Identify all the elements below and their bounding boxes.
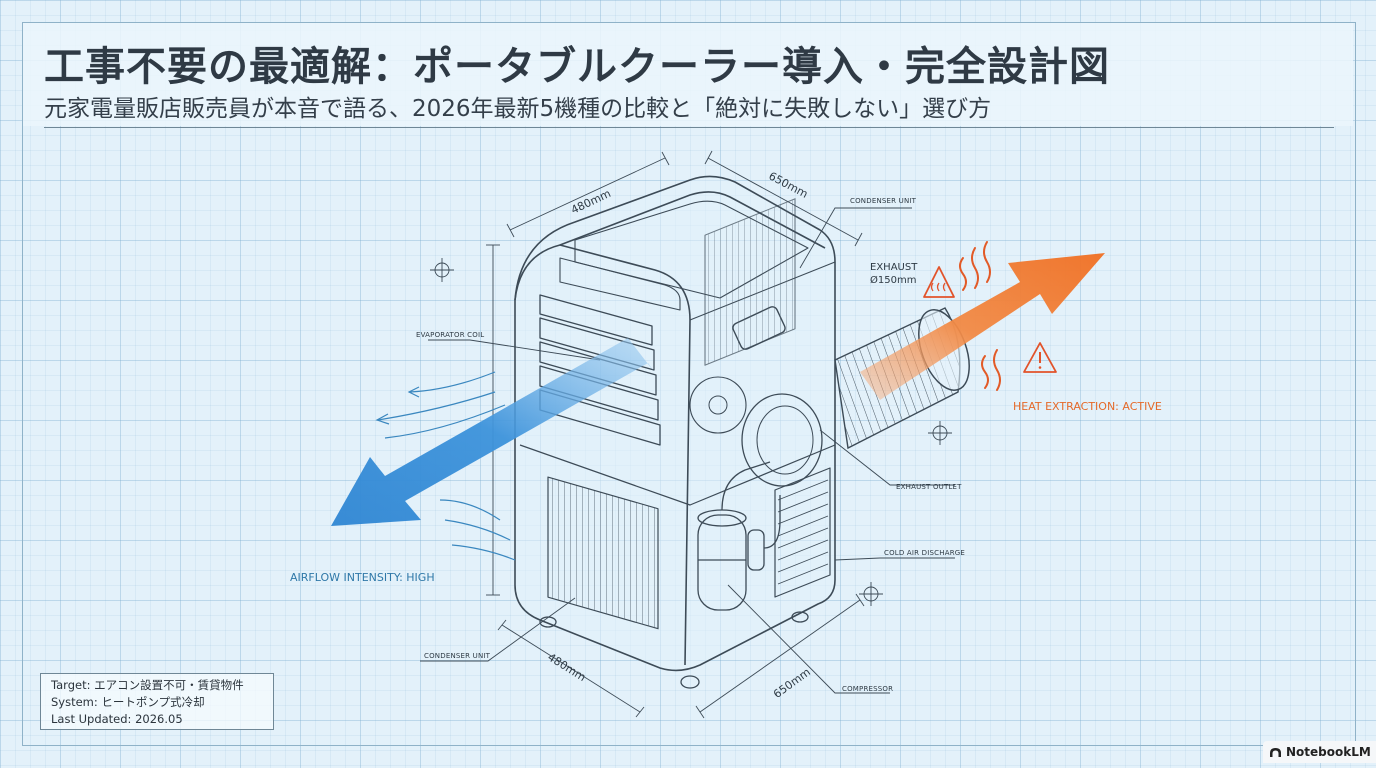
info-last-updated: Last Updated: 2026.05 [51,712,183,726]
dim-top-depth: 650mm [767,169,811,200]
warning-icon [1023,342,1057,373]
top-surface [559,191,826,249]
fan-housing [689,376,747,434]
label-heat-extraction: HEAT EXTRACTION: ACTIVE [1013,400,1162,413]
info-system: System: ヒートポンプ式冷却 [51,695,205,709]
cooler-body [514,175,836,689]
page-subtitle: 元家電量販店販売員が本音で語る、2026年最新5機種の比較と「絶対に失敗しない」… [44,96,992,122]
exhaust-outlet-slats [777,479,829,585]
label-cold-air-discharge: COLD AIR DISCHARGE [884,549,965,557]
info-target: Target: エアコン設置不可・賃貸物件 [51,678,244,692]
side-coil-upper [704,198,796,366]
label-exhaust: EXHAUST [870,262,918,273]
label-exhaust-outlet: EXHAUST OUTLET [896,483,962,491]
label-condenser-unit-top: CONDENSER UNIT [850,197,917,205]
front-face-outline [514,244,691,666]
dim-bottom-depth: 650mm [771,665,813,700]
dim-bottom-width: 480mm [545,651,588,685]
leader-lines [420,207,955,694]
label-exhaust-diameter: Ø150mm [870,274,916,286]
mid-division [519,444,836,506]
header-divider [44,127,1334,128]
label-compressor: COMPRESSOR [842,685,893,693]
exhaust-outlet-grille [774,467,831,598]
label-evaporator-coil: EVAPORATOR COIL [416,331,484,339]
heat-wave-icon [959,241,1001,391]
exhaust-port-inner [756,405,814,475]
heat-warning-icon [923,266,955,298]
watermark-text: NotebookLM [1286,745,1371,759]
airflow-arrow [331,338,655,526]
top-grille [559,257,681,311]
heat-arrow [860,253,1105,400]
notebooklm-watermark: NotebookLM [1263,741,1376,763]
spec-info-box: Target: エアコン設置不可・賃貸物件 System: ヒートポンプ式冷却 … [40,673,274,730]
label-airflow-intensity: AIRFLOW INTENSITY: HIGH [290,571,435,584]
exhaust-port [741,393,823,487]
label-condenser-unit-bottom: CONDENSER UNIT [424,652,491,660]
compressor [697,461,781,611]
notebooklm-logo-icon [1270,747,1281,757]
fan-hub [708,395,728,415]
crosshair-icon [430,258,952,606]
airflow-wind-lines [375,371,516,561]
page-title: 工事不要の最適解：ポータブルクーラー導入・完全設計図 [44,44,1110,90]
header-band [23,23,1353,126]
lower-condenser [547,476,659,630]
